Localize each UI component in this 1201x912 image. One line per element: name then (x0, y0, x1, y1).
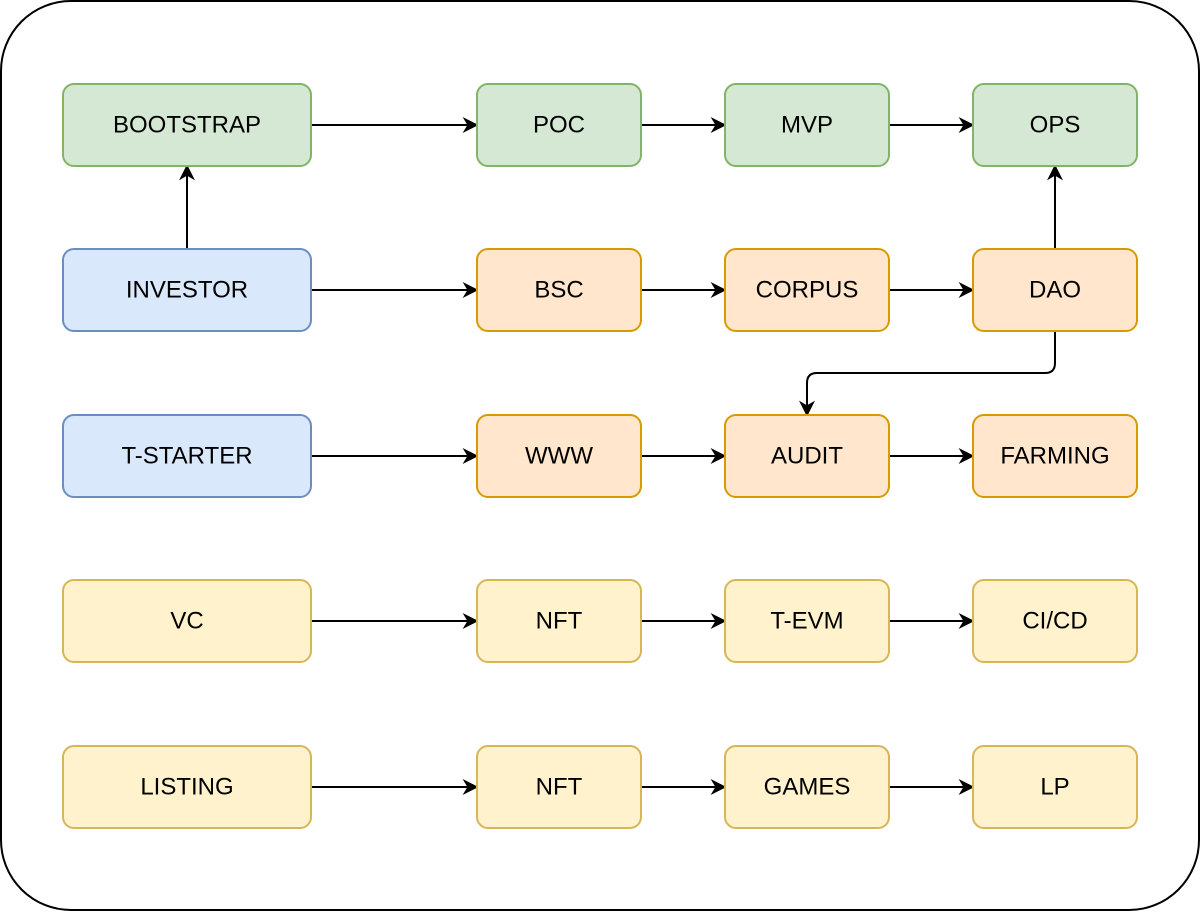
node-box (476, 579, 642, 663)
node-box (62, 248, 312, 332)
node-label: LP (1040, 773, 1069, 800)
node-box (972, 83, 1138, 167)
node-bootstrap: BOOTSTRAP (62, 83, 312, 167)
node-label: CI/CD (1022, 607, 1087, 634)
node-investor: INVESTOR (62, 248, 312, 332)
node-audit: AUDIT (724, 414, 890, 498)
node-box (724, 83, 890, 167)
node-box (476, 745, 642, 829)
node-label: T-EVM (770, 607, 843, 634)
node-box (62, 83, 312, 167)
node-vc: VC (62, 579, 312, 663)
node-box (62, 414, 312, 498)
node-nft-1: NFT (476, 579, 642, 663)
node-label: VC (170, 607, 203, 634)
node-label: FARMING (1000, 442, 1109, 469)
edges-layer (179, 117, 1063, 795)
node-nft-2: NFT (476, 745, 642, 829)
node-label: MVP (781, 111, 833, 138)
nodes-layer: BOOTSTRAP POC MVP OPS INVESTOR BSC CORPUS DAO T-… (62, 83, 1138, 829)
node-label: NFT (536, 773, 583, 800)
node-box (62, 579, 312, 663)
node-label: BSC (534, 276, 583, 303)
node-box (724, 745, 890, 829)
node-poc: POC (476, 83, 642, 167)
node-label: BOOTSTRAP (113, 111, 261, 138)
node-box (476, 414, 642, 498)
node-farming: FARMING (972, 414, 1138, 498)
node-t-starter: T-STARTER (62, 414, 312, 498)
node-box (972, 579, 1138, 663)
node-box (724, 414, 890, 498)
node-label: OPS (1030, 111, 1081, 138)
node-bsc: BSC (476, 248, 642, 332)
node-label: LISTING (140, 773, 233, 800)
node-label: POC (533, 111, 585, 138)
node-corpus: CORPUS (724, 248, 890, 332)
node-t-evm: T-EVM (724, 579, 890, 663)
node-box (476, 83, 642, 167)
node-dao: DAO (972, 248, 1138, 332)
node-box (972, 414, 1138, 498)
node-label: GAMES (764, 773, 851, 800)
node-label: NFT (536, 607, 583, 634)
node-box (972, 745, 1138, 829)
node-box (62, 745, 312, 829)
node-label: CORPUS (756, 276, 859, 303)
node-box (972, 248, 1138, 332)
node-label: INVESTOR (126, 276, 248, 303)
node-box (724, 579, 890, 663)
node-ops: OPS (972, 83, 1138, 167)
node-www: WWW (476, 414, 642, 498)
node-label: DAO (1029, 276, 1081, 303)
node-mvp: MVP (724, 83, 890, 167)
node-listing: LISTING (62, 745, 312, 829)
node-ci-cd: CI/CD (972, 579, 1138, 663)
edge-dao-to-audit (799, 331, 1056, 417)
node-label: AUDIT (771, 442, 843, 469)
node-label: WWW (525, 442, 593, 469)
node-box (476, 248, 642, 332)
node-games: GAMES (724, 745, 890, 829)
node-lp: LP (972, 745, 1138, 829)
node-label: T-STARTER (121, 442, 252, 469)
node-box (724, 248, 890, 332)
